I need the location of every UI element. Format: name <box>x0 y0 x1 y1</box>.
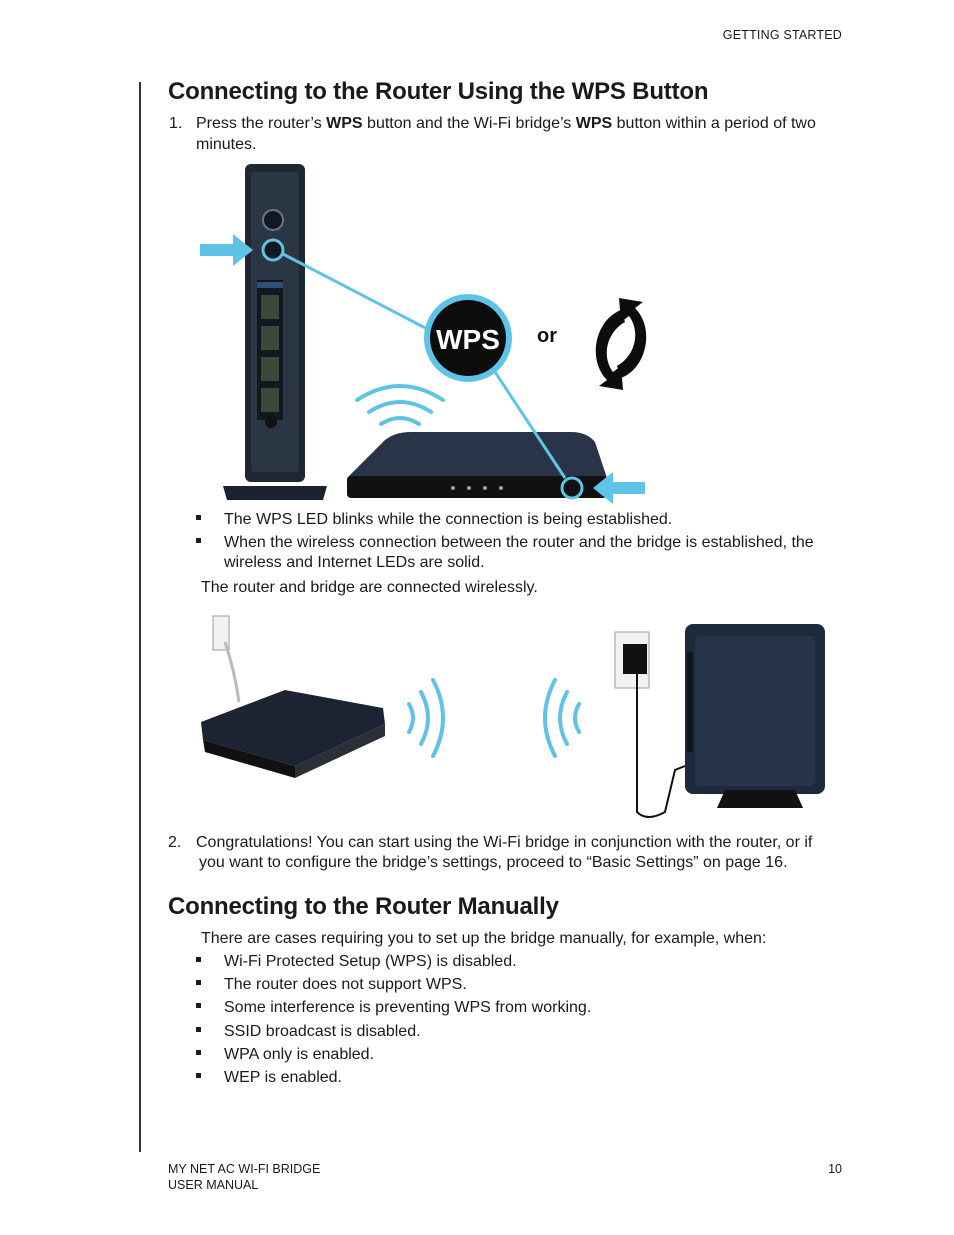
result-text: The router and bridge are connected wire… <box>201 579 538 596</box>
wireless-connection-figure <box>201 615 825 818</box>
bullet-item: WPA only is enabled. <box>224 1046 375 1063</box>
bridge-device-flat <box>201 690 385 778</box>
bullet-item: The WPS LED blinks while the connection … <box>224 511 673 528</box>
section-heading-wps: Connecting to the Router Using the WPS B… <box>168 78 709 105</box>
step-1-text-cont: minutes. <box>196 136 257 153</box>
bullet-item: When the wireless connection between the… <box>224 534 814 551</box>
bullet-item: The router does not support WPS. <box>224 976 467 993</box>
bullet-marker <box>196 1073 201 1078</box>
bullet-marker <box>196 538 201 543</box>
wps-diagram-figure: WPS or <box>200 164 647 504</box>
connector-line-router <box>282 252 434 334</box>
bullet-item: Some interference is preventing WPS from… <box>224 999 592 1016</box>
router-device-upright <box>685 624 825 808</box>
bullet-marker <box>196 515 201 520</box>
manual-intro: There are cases requiring you to set up … <box>201 930 767 947</box>
running-header: GETTING STARTED <box>722 28 842 42</box>
page-number: 10 <box>828 1162 842 1176</box>
bullet-item: Wi-Fi Protected Setup (WPS) is disabled. <box>224 953 517 970</box>
router-device <box>223 164 327 500</box>
step-number-2: 2. <box>168 834 182 851</box>
margin-rule <box>139 82 141 1152</box>
signal-waves-right <box>407 678 445 758</box>
step-number-1: 1. <box>169 115 183 132</box>
step-2-text: Congratulations! You can start using the… <box>196 834 813 851</box>
wifi-waves-icon <box>355 384 445 426</box>
signal-waves-left <box>543 678 581 758</box>
bullet-marker <box>196 980 201 985</box>
bullet-marker <box>196 957 201 962</box>
footer-doc: USER MANUAL <box>168 1178 259 1192</box>
step-2-text-cont: you want to configure the bridge’s setti… <box>199 854 788 871</box>
footer-product: MY NET AC WI-FI BRIDGE <box>168 1162 321 1176</box>
step-1-text: Press the router’s WPS button and the Wi… <box>196 115 816 132</box>
arrow-to-router-wps <box>200 234 253 266</box>
wps-badge: WPS <box>424 294 512 382</box>
bullet-marker <box>196 1050 201 1055</box>
bullet-item: SSID broadcast is disabled. <box>224 1023 421 1040</box>
bridge-device <box>347 432 607 500</box>
or-label: or <box>537 325 557 347</box>
bullet-marker <box>196 1003 201 1008</box>
arrow-to-bridge-wps <box>593 472 645 504</box>
wps-sync-icon <box>595 298 647 390</box>
bullet-marker <box>196 1027 201 1032</box>
wps-badge-label: WPS <box>436 324 500 355</box>
wall-outlet-left <box>212 615 241 703</box>
wall-outlet-right <box>614 631 686 818</box>
bullet-item: WEP is enabled. <box>224 1069 342 1086</box>
section-heading-manual: Connecting to the Router Manually <box>168 893 559 920</box>
bullet-item-cont: wireless and Internet LEDs are solid. <box>224 554 485 571</box>
connector-line-bridge <box>493 371 567 479</box>
